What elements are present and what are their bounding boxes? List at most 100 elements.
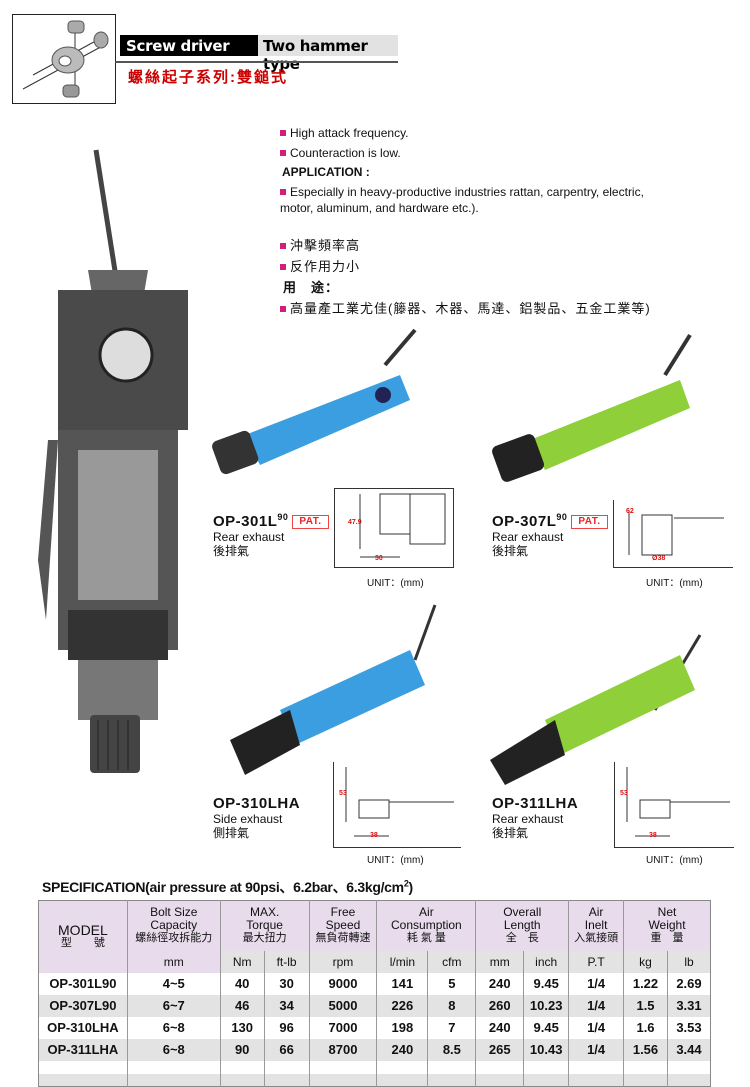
- model-cell: OP-310LHA: [47, 1020, 119, 1035]
- patent-badge: PAT.: [571, 515, 608, 529]
- spec-cell: 10.43: [523, 1038, 569, 1061]
- spec-cell: 8700: [308, 1038, 377, 1061]
- unit-cell: cfm: [427, 950, 476, 973]
- spec-cell: 1/4: [568, 1016, 624, 1039]
- feature-text: Counteraction is low.: [290, 146, 401, 160]
- spec-cell: 9.45: [523, 1016, 569, 1039]
- title-two-hammer-type: Two hammer type: [258, 35, 398, 73]
- spec-cell: 1.5: [623, 994, 668, 1017]
- unit-cell: inch: [523, 950, 569, 973]
- empty-row: [39, 1060, 711, 1074]
- feature-item-cn: 反作用力小: [280, 259, 360, 275]
- unit-label: UNIT：(mm): [646, 855, 703, 866]
- application-label: APPLICATION :: [282, 165, 370, 179]
- spec-cell: 8.5: [427, 1038, 476, 1061]
- op-301l-photo: [212, 328, 417, 475]
- spec-cell: 4~5: [126, 972, 221, 995]
- exhaust-type-cn: 側排氣: [213, 826, 250, 840]
- unit-label: UNIT：(mm): [367, 578, 424, 589]
- model-cell: OP-301L90: [49, 976, 117, 991]
- application-label-cn: 用 途：: [283, 280, 340, 295]
- spec-cell: 141: [376, 972, 428, 995]
- spec-cell: 5000: [308, 994, 377, 1017]
- spec-cell: 7000: [308, 1016, 377, 1039]
- op-311lha-dimension-diagram: 53 38: [614, 762, 734, 848]
- unit-cell: Nm: [219, 950, 265, 973]
- spec-cell: 226: [376, 994, 428, 1017]
- application-text-cn: 高量產工業尤佳(籐器、木器、馬達、鋁製品、五金工業等): [280, 301, 651, 317]
- spec-cell: 9000: [308, 972, 377, 995]
- spec-cell: 260: [475, 994, 524, 1017]
- model-cell: OP-311LHA: [38, 1038, 128, 1061]
- feature-item-cn: 沖擊頻率高: [280, 238, 360, 254]
- product-label-op-310lha: OP-310LHA Side exhaust 側排氣: [213, 795, 300, 840]
- feature-text: High attack frequency.: [290, 126, 409, 140]
- model-name: OP-310LHA: [213, 795, 301, 812]
- spec-cell: 1/4: [568, 1038, 624, 1061]
- spec-cell: 3.53: [666, 1016, 711, 1039]
- spec-cell: 240: [475, 972, 524, 995]
- bullet-icon: [280, 189, 286, 195]
- exhaust-type: Rear exhaust: [213, 530, 285, 544]
- op-310lha-dimension-diagram: 53 38: [333, 762, 461, 848]
- patent-badge: PAT.: [292, 515, 329, 529]
- spec-cell: 3.31: [666, 994, 711, 1017]
- spec-cell: 5: [427, 972, 476, 995]
- model-cell: OP-307L90: [38, 994, 128, 1017]
- spec-cell: 198: [376, 1016, 428, 1039]
- unit-cell: l/min: [376, 950, 428, 973]
- title-chinese: 螺絲起子系列:雙鎚式: [128, 69, 288, 86]
- bullet-icon: [280, 130, 286, 136]
- spec-cell: 265: [475, 1038, 524, 1061]
- model-name: OP-311LHA: [492, 795, 579, 812]
- application-text: Especially in heavy-productive industrie…: [280, 184, 680, 216]
- unit-cell: mm: [126, 950, 221, 973]
- spec-cell: 6~7: [126, 994, 221, 1017]
- spec-cell: 9.45: [523, 972, 569, 995]
- feature-text-cn: 沖擊頻率高: [290, 238, 361, 253]
- exhaust-type-cn: 後排氣: [492, 544, 529, 558]
- exhaust-type: Rear exhaust: [492, 530, 564, 544]
- op-307l-dimension-diagram: 62 Ø38: [613, 500, 733, 568]
- op-301l-dimension-diagram: 47.9 30: [334, 488, 454, 568]
- application-text-content: Especially in heavy-productive industrie…: [280, 185, 644, 215]
- spec-cell: 240: [475, 1016, 524, 1039]
- feature-item: Counteraction is low.: [280, 145, 401, 161]
- unit-label: UNIT：(mm): [646, 578, 703, 589]
- spec-cell: 1.22: [623, 972, 668, 995]
- feature-text-cn: 反作用力小: [290, 259, 361, 274]
- title-screw-driver-list: Screw driver list: [120, 35, 258, 73]
- cutaway-tool-image: [38, 149, 188, 773]
- op-307l-photo: [492, 333, 692, 482]
- unit-label: UNIT：(mm): [367, 855, 424, 866]
- op-311lha-photo: [490, 634, 702, 785]
- unit-cell: P.T: [568, 950, 624, 973]
- spec-cell: 240: [376, 1038, 428, 1061]
- spec-cell: 10.23: [523, 994, 569, 1017]
- exhaust-type: Side exhaust: [213, 812, 283, 826]
- spec-cell: 46: [219, 994, 265, 1017]
- bullet-icon: [280, 264, 286, 270]
- spec-cell: 1/4: [568, 972, 624, 995]
- spec-cell: 8: [427, 994, 476, 1017]
- application-text-cn-content: 高量產工業尤佳(籐器、木器、馬達、鋁製品、五金工業等): [290, 301, 651, 316]
- spec-cell: 6~8: [126, 1016, 221, 1039]
- exhaust-type-cn: 後排氣: [492, 826, 529, 840]
- spec-cell: 90: [219, 1038, 265, 1061]
- product-label-op-311lha: OP-311LHA Rear exhaust 後排氣: [492, 795, 578, 840]
